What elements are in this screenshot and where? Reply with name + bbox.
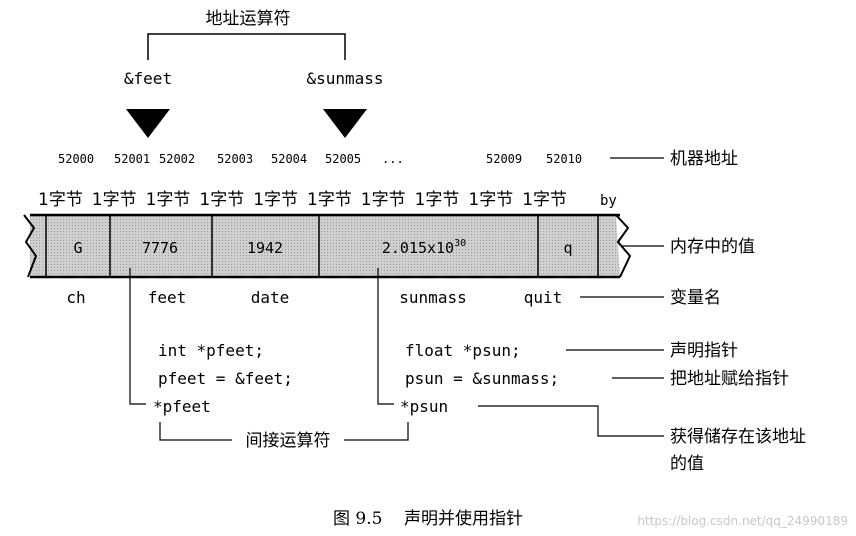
cell-value-sunmass: 2.015x1030: [382, 238, 466, 257]
address-of-sunmass: &sunmass: [306, 69, 383, 88]
var-name-feet: feet: [148, 288, 187, 307]
cell-value-feet: 7776: [142, 239, 178, 257]
var-name-date: date: [251, 288, 290, 307]
code-int-pfeet: int *pfeet;: [158, 341, 264, 360]
byte-label: 1字节: [92, 190, 137, 210]
byte-label: 1字节: [307, 190, 352, 210]
declare-pointer-label: 声明指针: [670, 341, 738, 361]
byte-label: 1字节: [415, 190, 460, 210]
code-deref-pfeet: *pfeet: [153, 397, 211, 416]
byte-label: 1字节: [468, 190, 513, 210]
var-name-ch: ch: [66, 288, 85, 307]
sunmass-connector: [377, 268, 394, 405]
address-operator-title: 地址运算符: [206, 9, 291, 29]
cell-value-ch: G: [73, 239, 82, 257]
byte-label: 1字节: [361, 190, 406, 210]
memory-value-label: 内存中的值: [670, 237, 755, 257]
var-name-quit: quit: [524, 288, 563, 307]
assign-address-label: 把地址赋给指针: [670, 369, 789, 389]
byte-label: 1字节: [146, 190, 191, 210]
address-ellipsis: ...: [382, 152, 404, 166]
address-52002: 52002: [159, 152, 195, 166]
memory-strip: [23, 213, 640, 279]
get-value-leader: [478, 405, 664, 437]
var-name-label: 变量名: [670, 288, 721, 308]
indirect-operator-label: 间接运算符: [246, 431, 331, 451]
byte-label-tail: by: [600, 193, 617, 209]
byte-label: 1字节: [253, 190, 298, 210]
get-value-label-line2: 的值: [670, 454, 704, 474]
top-bracket: [147, 33, 346, 60]
address-52003: 52003: [217, 152, 253, 166]
address-52004: 52004: [271, 152, 307, 166]
address-52010: 52010: [546, 152, 582, 166]
byte-label: 1字节: [38, 190, 83, 210]
feet-connector: [129, 268, 146, 405]
arrow-down-sunmass: [323, 109, 367, 138]
arrow-down-feet: [126, 109, 170, 138]
watermark: https://blog.csdn.net/qq_24990189: [637, 514, 848, 528]
byte-label-row: 1字节 1字节 1字节 1字节 1字节 1字节 1字节 1字节 1字节 1字节: [38, 190, 567, 210]
machine-address-label: 机器地址: [670, 149, 738, 169]
cell-value-sunmass-base: 2.015x10: [382, 239, 454, 257]
code-deref-psun: *psun: [400, 397, 448, 416]
indirect-bracket-right: [344, 422, 409, 441]
byte-label: 1字节: [199, 190, 244, 210]
address-52005: 52005: [325, 152, 361, 166]
code-float-psun: float *psun;: [405, 341, 521, 360]
var-name-sunmass: sunmass: [399, 288, 466, 307]
indirect-bracket-left: [159, 422, 232, 441]
cell-value-sunmass-exponent: 30: [454, 238, 466, 249]
address-52000: 52000: [58, 152, 94, 166]
cell-value-quit: q: [563, 239, 572, 257]
figure-caption: 图 9.5 声明并使用指针: [333, 508, 523, 529]
get-value-label-line1: 获得储存在该地址: [670, 427, 806, 447]
code-pfeet-assign: pfeet = &feet;: [158, 369, 293, 388]
code-psun-assign: psun = &sunmass;: [405, 369, 559, 388]
address-52001: 52001: [114, 152, 150, 166]
address-52009: 52009: [486, 152, 522, 166]
cell-value-date: 1942: [247, 239, 283, 257]
address-of-feet: &feet: [124, 69, 172, 88]
byte-label: 1字节: [522, 190, 567, 210]
